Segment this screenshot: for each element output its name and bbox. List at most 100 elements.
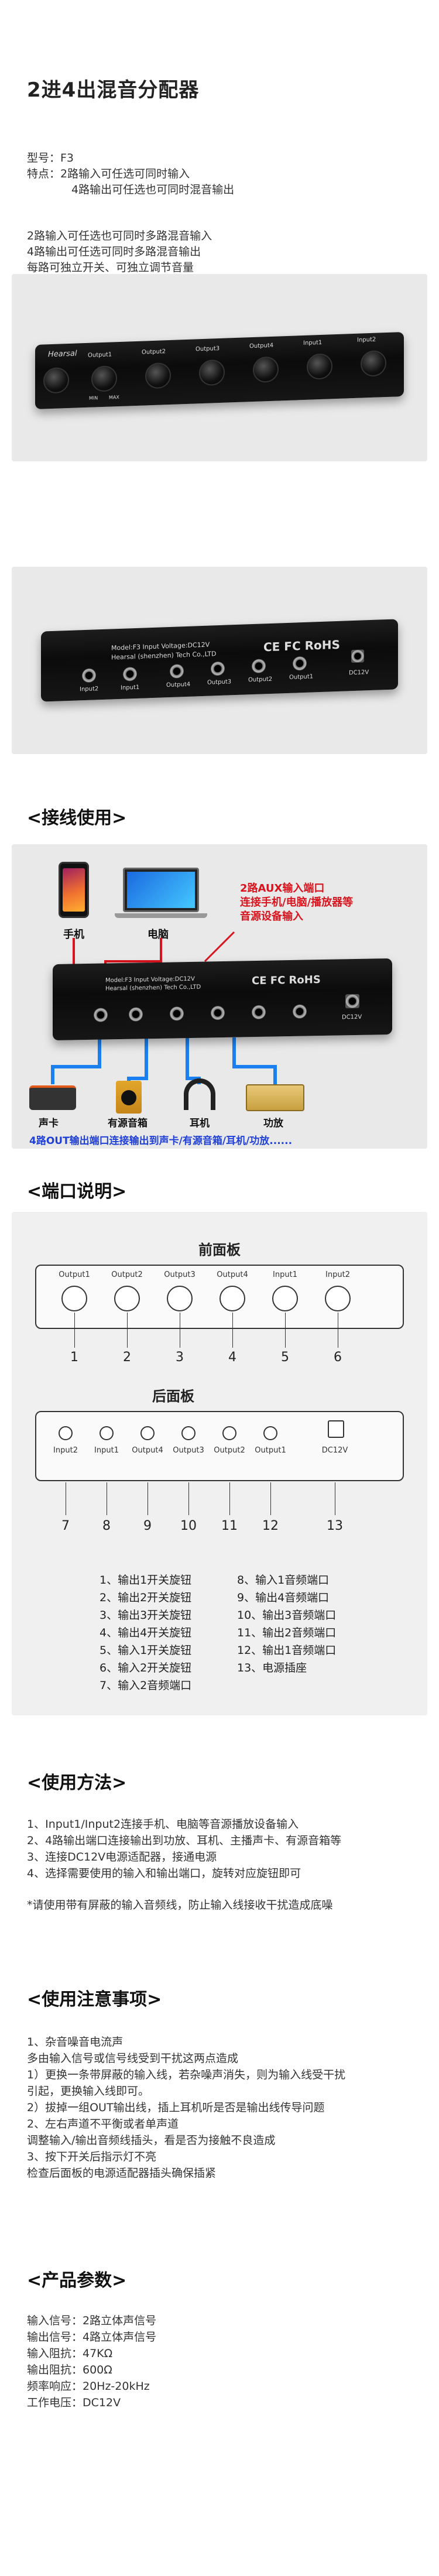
dc-socket-icon — [351, 649, 364, 663]
laptop-icon — [123, 868, 199, 912]
wiring-jack-icon — [293, 1004, 307, 1019]
speaker-icon — [116, 1081, 142, 1114]
caution-line: 3、按下开关后指示灯不亮 — [27, 2150, 157, 2163]
back-jack-icon — [140, 1426, 155, 1440]
front-knob-icon — [325, 1286, 351, 1311]
page-title: 2进4出混音分配器 — [27, 78, 200, 102]
max-label: MAX — [109, 394, 119, 400]
usage-text: 1、Input1/Input2连接手机、电脑等音源播放设备输入 2、4路输出端口… — [0, 1816, 365, 1913]
caution-line: 2、左右声道不平衡或者单声道 — [27, 2118, 179, 2130]
phone-icon — [59, 862, 89, 918]
cert-marks: CE FC RoHS — [263, 637, 340, 655]
wiring-jack-icon — [252, 1005, 266, 1020]
phone-label: 手机 — [63, 929, 84, 941]
legend-item: 5、输入1开关旋钮 — [100, 1644, 192, 1657]
back-port-number: 13 — [327, 1519, 343, 1533]
legend-item: 9、输出4音频端口 — [237, 1591, 330, 1604]
sound-card-icon — [29, 1085, 76, 1110]
wiring-jack-icon — [129, 1007, 143, 1022]
knob-label-input1: Input1 — [303, 339, 323, 347]
jack-output2-icon — [252, 659, 266, 674]
front-port-number: 2 — [123, 1350, 131, 1365]
usage-line: 1、Input1/Input2连接手机、电脑等音源播放设备输入 — [27, 1818, 299, 1831]
legend-item: 3、输出3开关旋钮 — [100, 1609, 192, 1622]
feature-item: 2路输入可任选也可同时多路混音输入 — [27, 229, 212, 242]
min-label: MIN — [89, 395, 98, 401]
front-port-label: Output2 — [111, 1270, 143, 1279]
red-note-1: 2路AUX输入端口 — [240, 882, 325, 895]
legend-item: 2、输出2开关旋钮 — [100, 1591, 192, 1604]
caution-text: 1、杂音噪音电流声 多由输入信号或信号线受到干扰这两点造成 1）更换一条带屏蔽的… — [0, 2034, 369, 2181]
headphones-icon — [184, 1078, 215, 1110]
jack-output4-icon — [170, 664, 184, 679]
rear-label-output2: Output2 — [248, 676, 273, 684]
caution-line: 调整输入/输出音频线插头，看是否为接触不良造成 — [27, 2134, 276, 2147]
wiring-heading: <接线使用> — [27, 808, 127, 828]
model-label: 型号：F3 — [27, 152, 74, 165]
wiring-jack-icon — [94, 1008, 108, 1022]
usage-note: *请使用带有屏蔽的输入音频线，防止输入线接收干扰造成底噪 — [27, 1899, 333, 1912]
rear-label-output3: Output3 — [207, 679, 232, 686]
param-line: 频率响应：20Hz-20kHz — [27, 2380, 150, 2393]
front-port-number: 1 — [70, 1350, 78, 1365]
input-note: 2路AUX输入端口 连接手机/电脑/播放器等 音源设备输入 — [240, 882, 416, 924]
out-label-sound-card: 声卡 — [39, 1118, 59, 1129]
legend-item: 7、输入2音频端口 — [100, 1679, 192, 1692]
param-line: 输入信号：2路立体声信号 — [27, 2314, 157, 2327]
params-text: 输入信号：2路立体声信号 输出信号：4路立体声信号 输入阻抗：47KΩ 输出阻抗… — [0, 2313, 180, 2411]
back-port-number: 11 — [221, 1519, 238, 1533]
amplifier-icon — [246, 1084, 304, 1111]
caution-line: 多由输入信号或信号线受到干扰这两点造成 — [27, 2052, 239, 2065]
input-cables-icon — [51, 931, 277, 1084]
jack-output3-icon — [211, 661, 225, 676]
back-port-number: 10 — [180, 1519, 197, 1533]
rear-device: Model:F3 Input Voltage:DC12V Hearsal (sh… — [41, 619, 398, 702]
red-note-3: 音源设备输入 — [240, 910, 303, 923]
legend-item: 4、输出4开关旋钮 — [100, 1626, 192, 1639]
legend-item: 8、输入1音频端口 — [237, 1574, 330, 1587]
param-line: 输出阻抗：600Ω — [27, 2363, 112, 2376]
back-port-number: 8 — [102, 1519, 111, 1533]
leader-line — [74, 1313, 75, 1348]
param-line: 输入阻抗：47KΩ — [27, 2347, 113, 2360]
front-port-label: Output3 — [164, 1270, 196, 1279]
rear-label-output4: Output4 — [166, 681, 191, 689]
front-port-number: 6 — [334, 1350, 342, 1365]
front-port-number: 5 — [281, 1350, 289, 1365]
leader-line — [127, 1313, 128, 1348]
front-panel-title: 前面板 — [198, 1242, 241, 1258]
feature-list: 2路输入可任选也可同时多路混音输入 4路输出可任选可同时多路混音输出 每路可独立… — [0, 228, 439, 276]
spec-block: 型号：F3 特点： 2路输入可任选可同时输入 4路输出可任选也可同时混音输出 — [0, 150, 439, 198]
wiring-dc-icon — [345, 994, 359, 1009]
back-port-label: Input2 — [53, 1446, 78, 1455]
front-photo-band: Hearsal Output1 Output2 Output3 Output4 … — [12, 274, 427, 461]
feature-item: 每路可独立开关、可独立调节音量 — [27, 261, 194, 274]
knob-label-output2: Output2 — [142, 348, 166, 356]
rear-photo-band: Model:F3 Input Voltage:DC12V Hearsal (sh… — [12, 567, 427, 754]
knob-output3-icon — [199, 359, 225, 386]
back-jack-icon — [59, 1426, 73, 1440]
rear-maker-line: Hearsal (shenzhen) Tech Co.,LTD — [111, 650, 217, 662]
leader-line — [232, 1313, 233, 1348]
front-port-label: Input2 — [325, 1270, 350, 1279]
wiring-cert: CE FC RoHS — [252, 974, 321, 988]
rear-label-output1: Output1 — [289, 673, 314, 681]
back-port-label: Output1 — [255, 1446, 286, 1455]
legend-item: 13、电源插座 — [237, 1662, 307, 1674]
front-port-label: Output1 — [59, 1270, 90, 1279]
leader-line — [188, 1482, 189, 1515]
knob-output2-icon — [145, 362, 171, 389]
usage-heading: <使用方法> — [27, 1773, 127, 1793]
front-knob-icon — [61, 1286, 87, 1311]
leader-line — [270, 1482, 271, 1515]
back-jack-icon — [100, 1426, 114, 1440]
back-jack-icon — [181, 1426, 196, 1440]
out-label-amp: 功放 — [263, 1118, 283, 1129]
red-note-2: 连接手机/电脑/播放器等 — [240, 896, 354, 909]
legend-item: 1、输出1开关旋钮 — [100, 1574, 192, 1587]
caution-line: 1、杂音噪音电流声 — [27, 2036, 124, 2049]
wiring-dc-label: DC12V — [342, 1013, 362, 1021]
wiring-jack-icon — [211, 1005, 225, 1020]
